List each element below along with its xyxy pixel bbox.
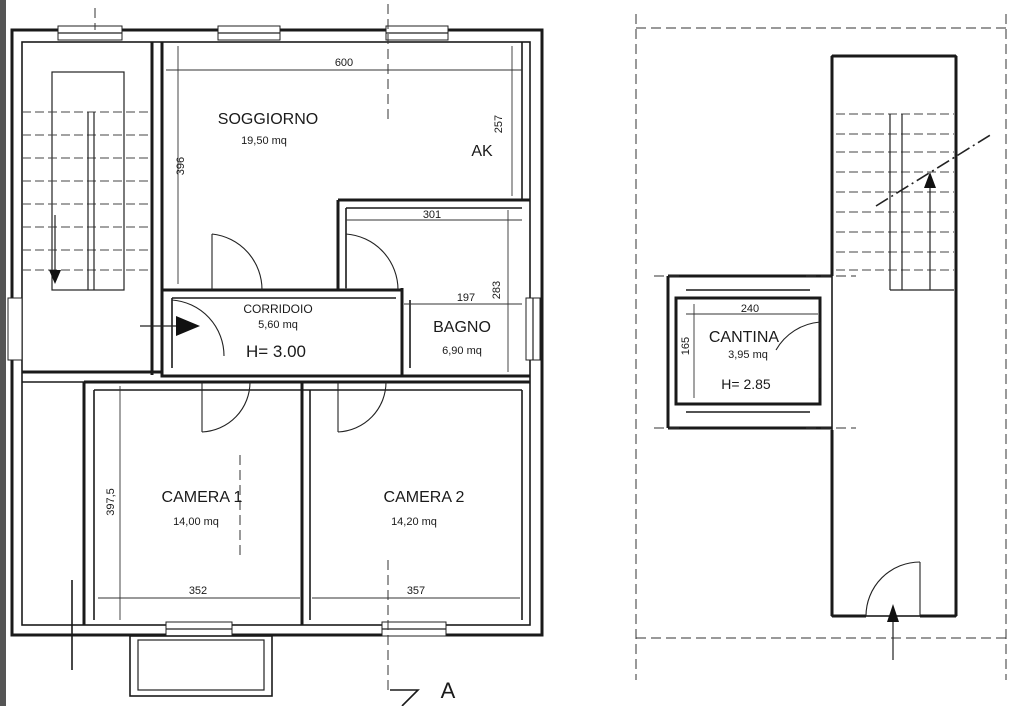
- window-entrance: [7, 297, 23, 361]
- balcony: [129, 635, 273, 697]
- dim-soggiorno-width: 600: [335, 57, 353, 69]
- stair-treads-left: [22, 71, 152, 291]
- balcony-inner: [137, 639, 265, 691]
- cantina-walls: [654, 274, 856, 430]
- stair-corridor: [831, 55, 957, 617]
- scan-edge: [0, 0, 6, 706]
- dim-soggiorno-height: 396: [175, 157, 187, 175]
- stair-treads-right: [836, 113, 993, 291]
- door-camera2: [337, 381, 387, 433]
- labels: SOGGIORNO 19,50 mq AK CORRIDOIO 5,60 mq …: [105, 57, 779, 703]
- dim-camera1-width: 352: [189, 585, 207, 597]
- ak-label: AK: [471, 143, 493, 160]
- room-area-cantina: 3,95 mq: [728, 349, 768, 361]
- section-label: A: [441, 678, 456, 703]
- door-entrance: [140, 299, 225, 357]
- entrance-up-arrow-icon: [887, 604, 899, 622]
- section-cut-line: [875, 133, 993, 207]
- door-cellar-entrance: [865, 561, 921, 660]
- room-area-corridoio: 5,60 mq: [258, 319, 298, 331]
- dim-camera2-width: 357: [407, 585, 425, 597]
- dim-cantina-width: 240: [741, 303, 759, 315]
- room-name-bagno: BAGNO: [433, 319, 491, 336]
- dimension-lines: [98, 46, 522, 620]
- room-area-soggiorno: 19,50 mq: [241, 135, 287, 147]
- height-corridoio: H= 3.00: [246, 342, 306, 361]
- stair-up-arrow-icon: [924, 172, 936, 188]
- stair-down-arrow-icon: [49, 270, 61, 284]
- room-name-corridoio: CORRIDOIO: [243, 302, 312, 316]
- height-cantina: H= 2.85: [721, 376, 771, 392]
- door-bagno: [345, 233, 399, 291]
- dim-bagno-inner: 197: [457, 292, 475, 304]
- dim-soggiorno-right: 257: [493, 115, 505, 133]
- room-area-bagno: 6,90 mq: [442, 345, 482, 357]
- room-area-camera1: 14,00 mq: [173, 516, 219, 528]
- section-mark: [390, 689, 420, 706]
- dim-cantina-height: 165: [680, 337, 692, 355]
- room-name-camera1: CAMERA 1: [162, 489, 243, 506]
- room-area-camera2: 14,20 mq: [391, 516, 437, 528]
- entrance-arrow-icon: [176, 316, 200, 336]
- apartment-plan: [0, 0, 544, 706]
- room-name-camera2: CAMERA 2: [384, 489, 465, 506]
- room-name-cantina: CANTINA: [709, 329, 780, 346]
- dim-camera1-height: 397,5: [105, 488, 117, 516]
- room-name-soggiorno: SOGGIORNO: [218, 111, 318, 128]
- dim-bagno-width: 301: [423, 209, 441, 221]
- door-camera1: [201, 381, 251, 433]
- door-cantina: [775, 321, 821, 378]
- cellar-plan: [635, 14, 1007, 680]
- dim-bagno-height: 283: [491, 281, 503, 299]
- door-soggiorno: [211, 233, 263, 291]
